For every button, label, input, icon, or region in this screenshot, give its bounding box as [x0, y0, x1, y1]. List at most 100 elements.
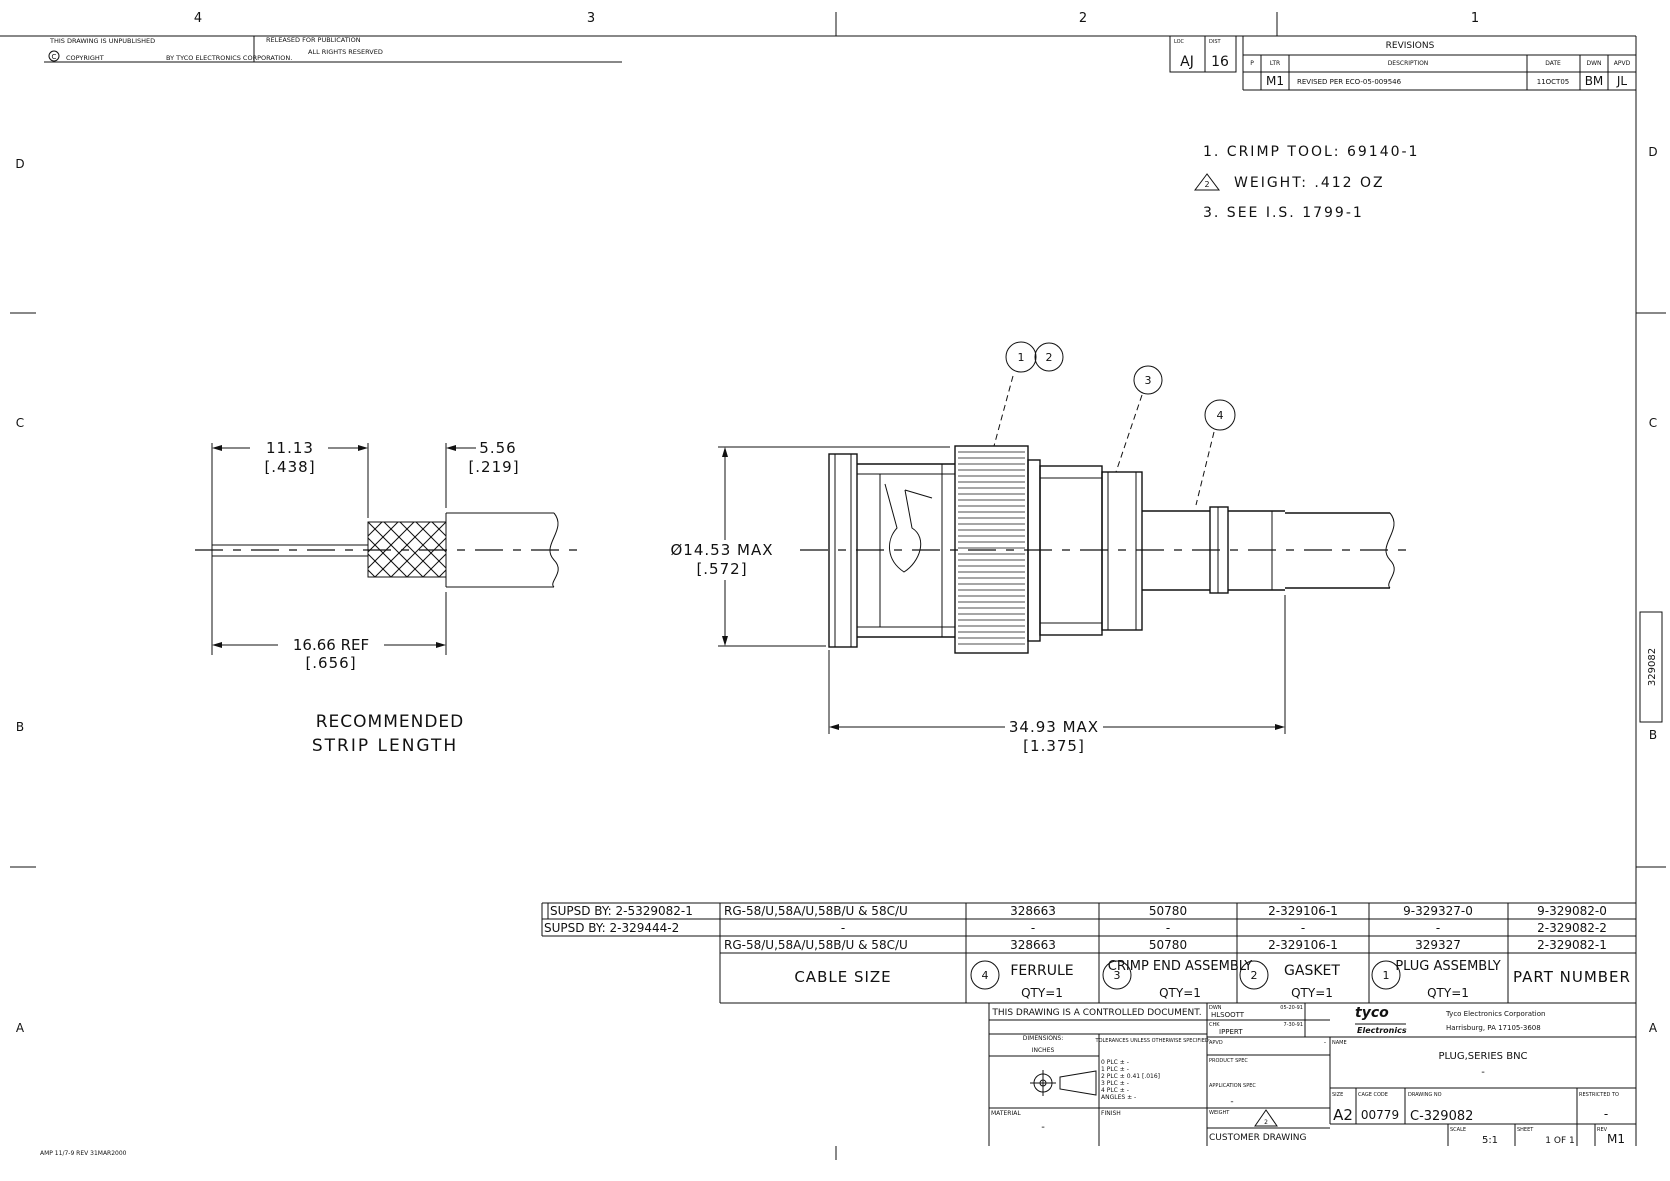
rev-header-date: DATE — [1545, 60, 1561, 67]
svg-text:C: C — [52, 53, 57, 61]
strip-dim-3-in: [.656] — [305, 654, 356, 672]
strip-caption-1: RECOMMENDED — [316, 712, 465, 732]
row1-plug: 9-329327-0 — [1403, 904, 1473, 918]
note-crimp-tool: 1. CRIMP TOOL: 69140-1 — [1203, 144, 1419, 160]
plug-length: 34.93 MAX — [1009, 718, 1099, 736]
delta-note-icon — [1194, 173, 1220, 191]
dwn-label: DWN — [1209, 1005, 1222, 1011]
company-name: Tyco Electronics Corporation — [1445, 1010, 1545, 1018]
rev-dwn: BM — [1585, 74, 1604, 88]
rev-description: REVISED PER ECO-05-009546 — [1297, 78, 1402, 86]
rev-apvd: JL — [1616, 74, 1628, 88]
bnc-plug-view — [718, 341, 1412, 734]
rev-value: M1 — [1607, 1132, 1625, 1146]
dwn-name: HLSOOTT — [1211, 1011, 1245, 1019]
apvd-label: APVD — [1209, 1040, 1223, 1046]
dwn-date: 05-20-91 — [1280, 1005, 1303, 1011]
tol-line-5: ANGLES ± - — [1101, 1094, 1136, 1101]
header-gasket-qty: QTY=1 — [1291, 986, 1333, 1000]
row3-crimp: 50780 — [1149, 938, 1187, 952]
row2-cable: - — [841, 921, 845, 935]
name-label: NAME — [1332, 1040, 1347, 1046]
material-value: - — [1041, 1122, 1045, 1133]
zone-left-a: A — [16, 1021, 25, 1035]
row1-part: 9-329082-0 — [1537, 904, 1607, 918]
rights-label: ALL RIGHTS RESERVED — [308, 48, 383, 56]
revision-block — [1169, 35, 1636, 91]
footer-form-code: AMP 11/7-9 REV 31MAR2000 — [40, 1150, 127, 1157]
header-cable-size: CABLE SIZE — [794, 968, 891, 986]
row1-supsd: SUPSD BY: 2-5329082-1 — [550, 904, 693, 918]
apvd-date: - — [1324, 1039, 1326, 1046]
strip-length-view — [195, 443, 578, 655]
note-see-spec: 3. SEE I.S. 1799-1 — [1203, 205, 1364, 221]
application-spec-value: - — [1230, 1097, 1233, 1107]
zone-right-c: C — [1649, 416, 1657, 430]
drawing-border — [0, 12, 1666, 1160]
strip-dim-2: 5.56 — [479, 439, 516, 457]
scale-value: 5:1 — [1482, 1135, 1498, 1146]
balloon-1: 1 — [1018, 351, 1025, 364]
row3-gasket: 2-329106-1 — [1268, 938, 1338, 952]
header-note: C — [44, 36, 622, 63]
loc-value: AJ — [1180, 54, 1194, 70]
weight-label: WEIGHT — [1209, 1110, 1230, 1116]
customer-drawing: CUSTOMER DRAWING — [1209, 1133, 1307, 1143]
name-value-2: - — [1481, 1067, 1485, 1078]
restricted-label: RESTRICTED TO — [1579, 1092, 1619, 1098]
tol-line-3: 3 PLC ± - — [1101, 1080, 1129, 1087]
size-value: A2 — [1333, 1106, 1353, 1124]
header-plug: PLUG ASSEMBLY — [1395, 959, 1500, 974]
logo-electronics: Electronics — [1357, 1026, 1407, 1035]
rev-label: REV — [1597, 1127, 1608, 1133]
copyright-owner: BY TYCO ELECTRONICS CORPORATION. — [166, 54, 292, 62]
rev-ltr: M1 — [1266, 74, 1284, 88]
finish-label: FINISH — [1101, 1110, 1121, 1117]
row2-crimp: - — [1166, 921, 1170, 935]
logo-tyco: tyco — [1355, 1005, 1389, 1021]
zone-top-4: 4 — [194, 11, 202, 26]
zone-top-1: 1 — [1471, 11, 1479, 26]
copyright-label: COPYRIGHT — [66, 54, 104, 62]
zone-left-d: D — [15, 157, 24, 171]
controlled-document: THIS DRAWING IS A CONTROLLED DOCUMENT. — [991, 1008, 1201, 1018]
scale-label: SCALE — [1450, 1127, 1466, 1133]
row1-ferrule: 328663 — [1010, 904, 1056, 918]
side-tab-number: 329082 — [1647, 648, 1658, 686]
balloon-4: 4 — [1217, 409, 1224, 422]
header-ferrule: FERRULE — [1010, 963, 1073, 979]
strip-caption-2: STRIP LENGTH — [312, 736, 458, 756]
strip-dim-1: 11.13 — [266, 439, 314, 457]
row2-ferrule: - — [1031, 921, 1035, 935]
weight-mark: 2 — [1264, 1119, 1268, 1126]
row2-part: 2-329082-2 — [1537, 921, 1607, 935]
header-ferrule-num: 4 — [982, 969, 989, 982]
drawing-no-value: C-329082 — [1410, 1109, 1473, 1124]
header-ferrule-qty: QTY=1 — [1021, 986, 1063, 1000]
material-label: MATERIAL — [991, 1110, 1021, 1117]
restricted-value: - — [1604, 1107, 1608, 1121]
name-value: PLUG,SERIES BNC — [1438, 1051, 1527, 1062]
row2-gasket: - — [1301, 921, 1305, 935]
rev-header-apvd: APVD — [1614, 60, 1631, 67]
row3-plug: 329327 — [1415, 938, 1461, 952]
row3-cable: RG-58/U,58A/U,58B/U & 58C/U — [724, 938, 908, 952]
zone-right-a: A — [1649, 1021, 1658, 1035]
header-gasket: GASKET — [1284, 963, 1340, 979]
application-spec-label: APPLICATION SPEC — [1209, 1083, 1256, 1089]
dimensions-label: DIMENSIONS: — [1023, 1035, 1063, 1042]
rev-header-description: DESCRIPTION — [1388, 60, 1429, 67]
dist-value: 16 — [1211, 54, 1229, 70]
header-crimp-qty: QTY=1 — [1159, 986, 1201, 1000]
cage-label: CAGE CODE — [1358, 1092, 1388, 1098]
row2-supsd: SUPSD BY: 2-329444-2 — [544, 921, 679, 935]
balloon-3: 3 — [1145, 374, 1152, 387]
balloon-2: 2 — [1046, 351, 1053, 364]
parts-table — [541, 902, 1636, 1004]
row3-part: 2-329082-1 — [1537, 938, 1607, 952]
size-label: SIZE — [1332, 1092, 1343, 1098]
row2-plug: - — [1436, 921, 1440, 935]
released-label: RELEASED FOR PUBLICATION — [266, 36, 361, 44]
header-gasket-num: 2 — [1251, 969, 1258, 982]
unpublished-note: THIS DRAWING IS UNPUBLISHED — [49, 37, 155, 45]
